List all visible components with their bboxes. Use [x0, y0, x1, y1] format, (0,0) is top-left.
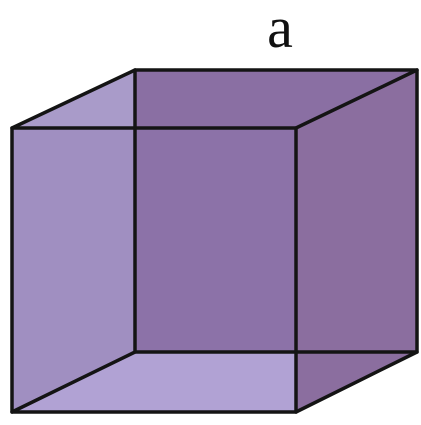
edge-label-a: a [267, 0, 293, 60]
right-face [296, 70, 417, 412]
front-face [12, 128, 296, 412]
edge-bottom-left [10, 350, 137, 414]
edge-top-right [294, 68, 419, 130]
edge-top-left [10, 68, 137, 130]
left-face [12, 70, 135, 412]
edge-bottom-right [294, 350, 419, 414]
